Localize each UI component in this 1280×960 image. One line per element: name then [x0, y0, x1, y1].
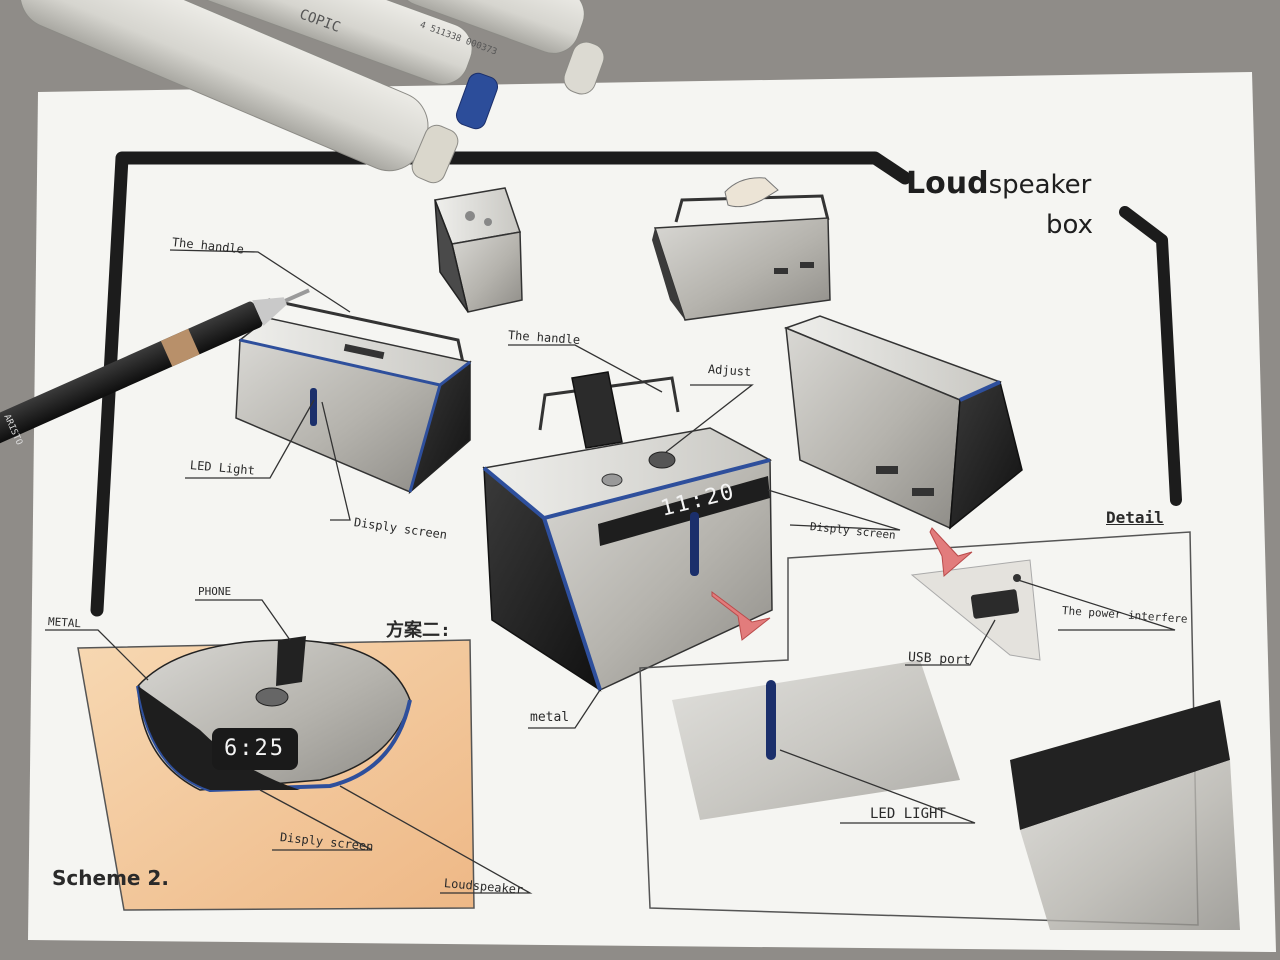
red-arrow-center — [711, 591, 771, 641]
marker-pen-2 — [126, 0, 499, 130]
speaker-sketch-carried — [652, 177, 831, 321]
title: Loudspeaker — [906, 166, 1091, 201]
speaker-sketch-right — [783, 315, 1023, 530]
speaker-sketch-small-left — [433, 187, 523, 313]
label-detail: Detail — [1106, 508, 1164, 527]
marker-pen-1 — [397, 0, 605, 95]
marker-pen-3 — [19, 0, 459, 184]
label-adjust: Adjust — [707, 362, 752, 380]
label-scheme-2: Scheme 2. — [52, 866, 169, 890]
scheme2-clock: 6:25 — [224, 736, 285, 761]
title-bold: Loud — [906, 166, 989, 201]
frame-border-right — [1119, 206, 1182, 506]
title-rest: speaker — [988, 170, 1092, 200]
speaker-sketch-center — [482, 371, 773, 692]
title-line-2: box — [1046, 210, 1093, 240]
label-scheme-cn: 方案二: — [386, 620, 451, 641]
label-usb-port: USB port — [907, 650, 971, 669]
label-led-light-detail: LED LIGHT — [870, 806, 946, 822]
leader-lines — [45, 249, 1176, 894]
speaker-sketch-left — [235, 298, 472, 495]
scheme2-panel — [77, 636, 475, 911]
label-metal-center: metal — [530, 710, 570, 725]
detail-frame — [639, 531, 1240, 930]
label-metal-left: METAL — [47, 615, 82, 631]
label-phone: PHONE — [198, 585, 232, 598]
mechanical-pencil — [0, 288, 310, 451]
red-arrow-right — [929, 527, 973, 578]
